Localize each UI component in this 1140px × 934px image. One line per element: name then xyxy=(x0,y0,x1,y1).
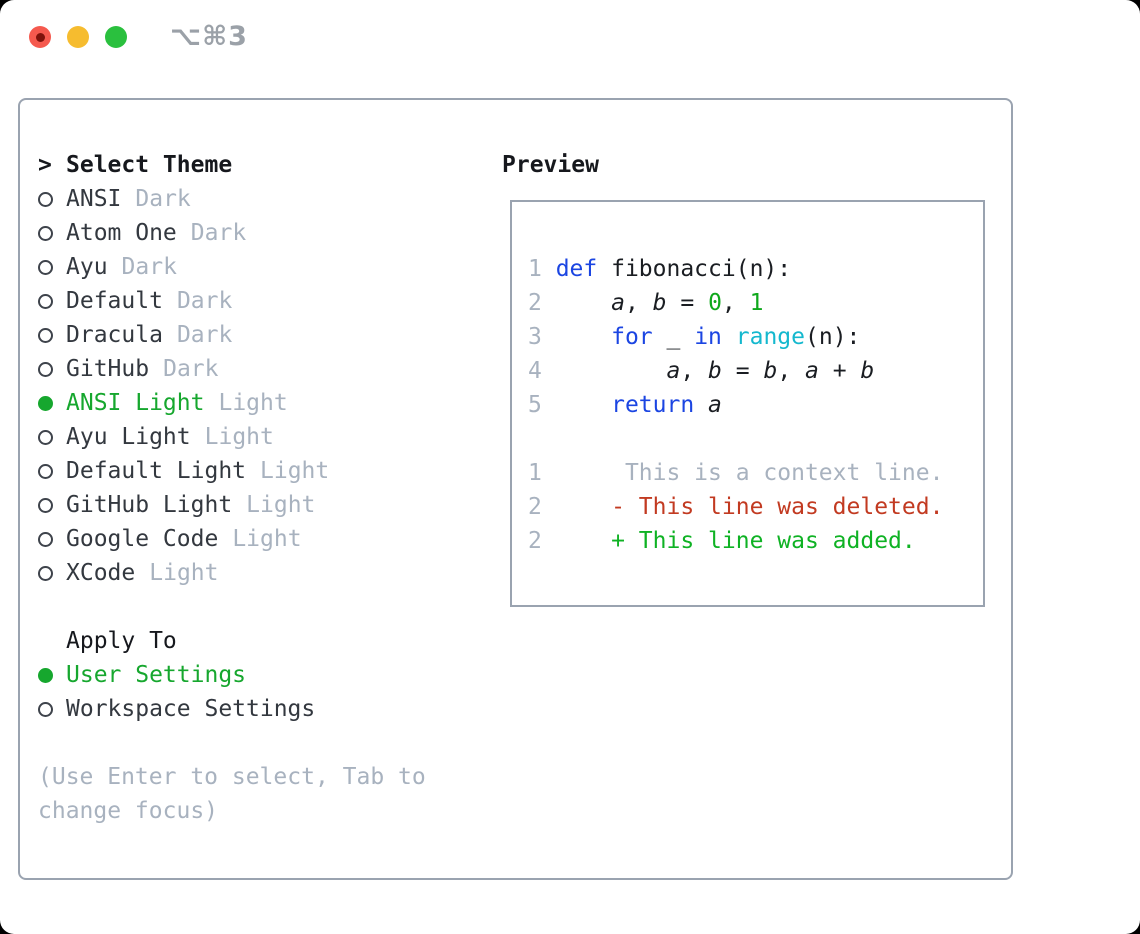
titlebar: ⌥⌘3 xyxy=(29,21,248,52)
option-label: Default Light xyxy=(66,458,247,484)
apply-option-workspace-settings[interactable]: Workspace Settings xyxy=(38,692,426,726)
option-label: Dracula xyxy=(66,322,163,348)
option-label: ANSI Light xyxy=(66,390,205,416)
radio-unselected-icon xyxy=(38,259,53,275)
theme-variant-tag: Light xyxy=(149,560,219,586)
preview-line-7: 1 This is a context line. xyxy=(528,460,944,486)
preview-pane: 1 def fibonacci(n): 2 a, b = 0, 1 3 for _ … xyxy=(510,200,985,607)
select-theme-title: Select Theme xyxy=(66,152,233,178)
option-label: Google Code xyxy=(66,526,219,552)
option-label: Workspace Settings xyxy=(66,696,316,722)
theme-option-ansi-light[interactable]: ANSI Light Light xyxy=(38,386,426,420)
radio-unselected-icon xyxy=(38,191,53,207)
theme-variant-tag: Light xyxy=(218,390,288,416)
preview-line-8: 2 - This line was deleted. xyxy=(528,494,944,520)
theme-option-default-light[interactable]: Default Light Light xyxy=(38,454,426,488)
theme-option-default[interactable]: Default Dark xyxy=(38,284,426,318)
theme-option-github-light[interactable]: GitHub Light Light xyxy=(38,488,426,522)
theme-option-ayu-light[interactable]: Ayu Light Light xyxy=(38,420,426,454)
radio-unselected-icon xyxy=(38,361,53,377)
preview-line-5: 5 return a xyxy=(528,392,722,418)
theme-variant-tag: Dark xyxy=(135,186,191,212)
hint-line-2: change focus) xyxy=(38,798,219,824)
option-label: User Settings xyxy=(66,662,247,688)
prompt-icon: > xyxy=(38,152,52,178)
theme-option-dracula[interactable]: Dracula Dark xyxy=(38,318,426,352)
radio-unselected-icon xyxy=(38,497,53,513)
option-label: ANSI xyxy=(66,186,122,212)
radio-unselected-icon xyxy=(38,429,53,445)
theme-option-github[interactable]: GitHub Dark xyxy=(38,352,426,386)
hint-line-1: (Use Enter to select, Tab to xyxy=(38,764,426,790)
theme-variant-tag: Light xyxy=(246,492,316,518)
preview-line-9: 2 + This line was added. xyxy=(528,528,916,554)
apply-to-title: Apply To xyxy=(66,628,177,654)
radio-unselected-icon xyxy=(38,701,53,717)
theme-variant-tag: Dark xyxy=(176,288,233,314)
preview-line-2: 2 a, b = 0, 1 xyxy=(528,290,764,316)
option-label: GitHub xyxy=(66,356,150,382)
hint-text: (Use Enter to select, Tab to change focu… xyxy=(38,760,426,828)
option-label: Default xyxy=(66,288,163,314)
preview-line-1: 1 def fibonacci(n): xyxy=(528,256,792,282)
apply-option-user-settings[interactable]: User Settings xyxy=(38,658,426,692)
preview-title: Preview xyxy=(502,152,599,178)
radio-unselected-icon xyxy=(38,565,53,581)
preview-line-6 xyxy=(528,422,983,456)
maximize-button[interactable] xyxy=(105,26,127,48)
theme-option-ansi[interactable]: ANSI Dark xyxy=(38,182,426,216)
theme-variant-tag: Light xyxy=(260,458,330,484)
theme-option-atom-one[interactable]: Atom One Dark xyxy=(38,216,426,250)
radio-unselected-icon xyxy=(38,293,53,309)
option-label: GitHub Light xyxy=(66,492,233,518)
theme-option-ayu[interactable]: Ayu Dark xyxy=(38,250,426,284)
preview-line-4: 4 a, b = b, a + b xyxy=(528,358,875,384)
theme-variant-tag: Dark xyxy=(190,220,247,246)
radio-unselected-icon xyxy=(38,531,53,547)
theme-variant-tag: Dark xyxy=(176,322,233,348)
radio-selected-icon xyxy=(38,667,53,683)
close-modified-dot-icon xyxy=(35,32,45,42)
theme-variant-tag: Dark xyxy=(121,254,177,280)
preview-line-3: 3 for _ in range(n): xyxy=(528,324,861,350)
close-button[interactable] xyxy=(29,26,51,48)
minimize-button[interactable] xyxy=(67,26,89,48)
theme-variant-tag: Light xyxy=(232,526,302,552)
option-label: Ayu xyxy=(66,254,108,280)
option-label: Ayu Light xyxy=(66,424,191,450)
radio-unselected-icon xyxy=(38,327,53,343)
radio-selected-icon xyxy=(38,395,53,411)
theme-variant-tag: Light xyxy=(204,424,274,450)
theme-variant-tag: Dark xyxy=(163,356,219,382)
radio-unselected-icon xyxy=(38,225,53,241)
theme-option-google-code[interactable]: Google Code Light xyxy=(38,522,426,556)
option-label: Atom One xyxy=(66,220,177,246)
option-label: XCode xyxy=(66,560,136,586)
window-title-shortcut: ⌥⌘3 xyxy=(170,21,248,52)
radio-unselected-icon xyxy=(38,463,53,479)
theme-option-xcode[interactable]: XCode Light xyxy=(38,556,426,590)
apply-to-header: Apply To xyxy=(38,624,426,658)
select-theme-header: > Select Theme xyxy=(38,148,426,182)
